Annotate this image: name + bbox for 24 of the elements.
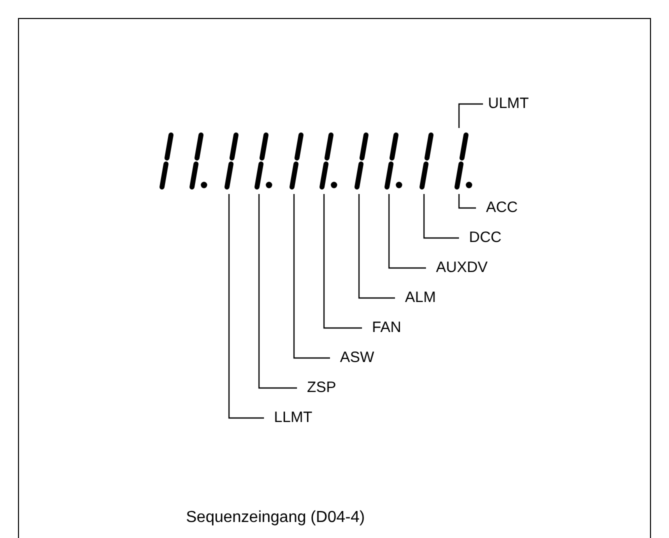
leader-line [423, 194, 459, 239]
leader-line [293, 194, 330, 359]
leader-line [323, 194, 362, 329]
signal-label: ALM [405, 289, 436, 306]
signal-label: ASW [340, 349, 374, 366]
leader-line [458, 194, 476, 209]
display-digit [419, 131, 435, 191]
leader-line [358, 194, 395, 299]
display-digit [289, 131, 305, 191]
signal-label: FAN [372, 319, 402, 336]
display-digit [159, 131, 175, 191]
signal-label: ZSP [307, 379, 336, 396]
leader-line [228, 194, 264, 419]
signal-label: LLMT [274, 409, 312, 426]
signal-label: DCC [469, 229, 502, 246]
signal-label: ACC [486, 199, 518, 216]
signal-label: ULMT [488, 95, 529, 112]
display-digit [224, 131, 240, 191]
leader-line [388, 194, 426, 269]
caption: Sequenzeingang (D04-4) [186, 508, 365, 527]
leader-line [458, 103, 483, 128]
leader-line [258, 194, 297, 389]
display-digit [354, 131, 370, 191]
signal-label: AUXDV [436, 259, 488, 276]
